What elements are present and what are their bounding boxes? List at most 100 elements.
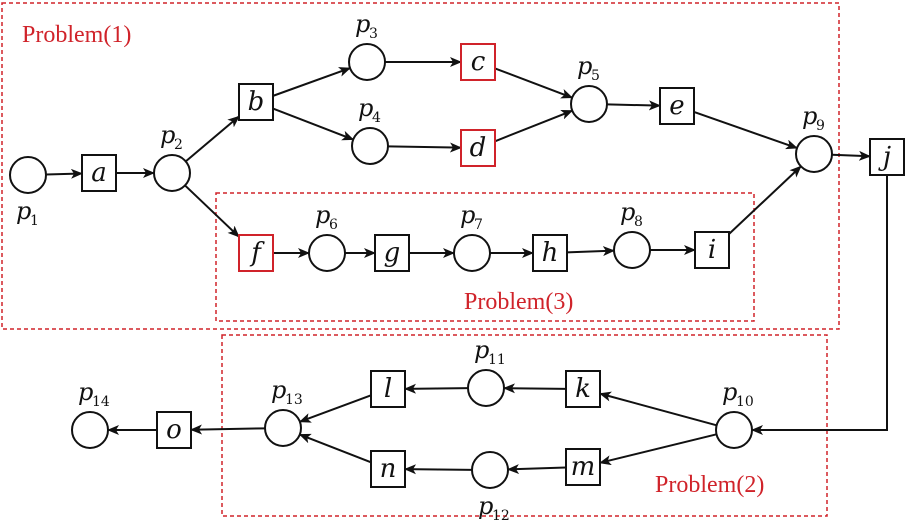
place-p11-subscript: 11: [488, 352, 506, 368]
transition-o-box: [156, 411, 192, 449]
place-p14-label: p: [78, 378, 93, 406]
place-p9-circle: [795, 135, 833, 173]
region-problem3: [215, 192, 755, 322]
arc-l-p13: [298, 394, 372, 423]
place-p1-circle: [9, 156, 47, 194]
transition-a-box: [81, 154, 117, 192]
transition-g-label: g: [384, 238, 401, 268]
region-problem2-label: Problem(2): [655, 472, 764, 498]
transition-h-box: [532, 234, 568, 272]
place-p6: p6: [308, 201, 346, 272]
transition-g-box: [374, 234, 410, 272]
transition-l: l: [370, 370, 406, 408]
arc-n-p13: [298, 433, 372, 464]
place-p5: p5: [570, 52, 608, 123]
transition-g: g: [374, 234, 410, 272]
transition-f: f: [238, 234, 274, 272]
place-p4-label: p: [358, 94, 373, 122]
place-p14-circle: [71, 411, 109, 449]
place-p14: p14: [71, 378, 110, 449]
arc-p9-j: [831, 150, 871, 161]
place-p5-circle: [570, 85, 608, 123]
transition-k-box: [565, 370, 601, 408]
arc-p2-b: [185, 115, 240, 163]
region-problem3-label: Problem(3): [464, 289, 573, 315]
transition-b: b: [238, 83, 274, 121]
place-p6-circle: [308, 234, 346, 272]
transition-o: o: [156, 411, 192, 449]
transition-m-box: [565, 448, 601, 486]
place-p4-circle: [351, 127, 389, 165]
arc-k-p11: [502, 383, 567, 394]
arc-p4-d: [387, 142, 462, 153]
place-p8-subscript: 8: [634, 214, 643, 230]
arc-e-p9: [693, 111, 798, 150]
place-p4: p4: [351, 94, 389, 165]
place-p11-circle: [467, 369, 505, 407]
transition-c-label: c: [471, 47, 486, 77]
transition-m-label: m: [571, 452, 596, 482]
transition-e: e: [659, 87, 695, 125]
place-p8-circle: [613, 231, 651, 269]
place-p2-label: p: [160, 121, 175, 149]
place-p10-label: p: [722, 378, 737, 406]
transition-i-label: i: [708, 235, 716, 265]
arc-c-p5: [494, 67, 574, 99]
place-p2-subscript: 2: [174, 137, 183, 153]
arc-p12-n: [404, 464, 473, 475]
transition-k: k: [565, 370, 601, 408]
place-p6-label: p: [315, 201, 330, 229]
transition-i-box: [694, 231, 730, 269]
place-p6-subscript: 6: [329, 217, 338, 233]
transition-a-label: a: [91, 158, 107, 188]
arc-p11-l: [404, 383, 469, 394]
arc-p1-a: [45, 168, 83, 179]
transition-n-box: [370, 450, 406, 488]
transition-e-box: [659, 87, 695, 125]
transition-d: d: [460, 129, 496, 167]
arc-p10-k: [599, 391, 717, 427]
place-p10: p10: [715, 378, 754, 449]
transition-l-box: [370, 370, 406, 408]
transition-i: i: [694, 231, 730, 269]
transition-j-box: [869, 138, 905, 176]
arc-m-p12: [506, 464, 567, 475]
arc-p10-m: [599, 433, 717, 466]
place-p8-label: p: [620, 198, 635, 226]
transition-c-box: [460, 43, 496, 81]
place-p14-subscript: 14: [92, 394, 110, 410]
place-p12-circle: [471, 451, 509, 489]
place-p1-subscript: 1: [30, 213, 39, 229]
place-p8: p8: [613, 198, 651, 269]
transition-n-label: n: [380, 454, 397, 484]
place-p7-circle: [453, 234, 491, 272]
place-p3-circle: [348, 43, 386, 81]
place-p10-circle: [715, 411, 753, 449]
place-p13: p13: [264, 376, 303, 447]
transition-l-label: l: [384, 374, 392, 404]
arc-p2-f: [184, 184, 240, 238]
place-p12-subscript: 12: [492, 508, 510, 521]
place-p10-subscript: 10: [736, 394, 754, 410]
place-p9-subscript: 9: [816, 118, 825, 134]
place-p4-subscript: 4: [372, 110, 381, 126]
arc-d-p5: [494, 109, 574, 143]
transition-f-box: [238, 234, 274, 272]
region-problem2: [221, 334, 828, 517]
place-p12: p12: [471, 451, 510, 521]
transition-c: c: [460, 43, 496, 81]
place-p13-subscript: 13: [285, 392, 303, 408]
transition-h: h: [532, 234, 568, 272]
place-p9: p9: [795, 102, 833, 173]
place-p7: p7: [453, 201, 491, 272]
place-p1-label: p: [16, 197, 31, 225]
transition-d-label: d: [470, 133, 487, 163]
transition-a: a: [81, 154, 117, 192]
place-p12-label: p: [478, 492, 493, 520]
place-p13-circle: [264, 409, 302, 447]
transition-b-label: b: [248, 87, 265, 117]
place-p3-label: p: [355, 10, 370, 38]
arc-p5-e: [606, 100, 661, 111]
place-p3: p3: [348, 10, 386, 81]
place-p1: p1: [9, 156, 47, 229]
